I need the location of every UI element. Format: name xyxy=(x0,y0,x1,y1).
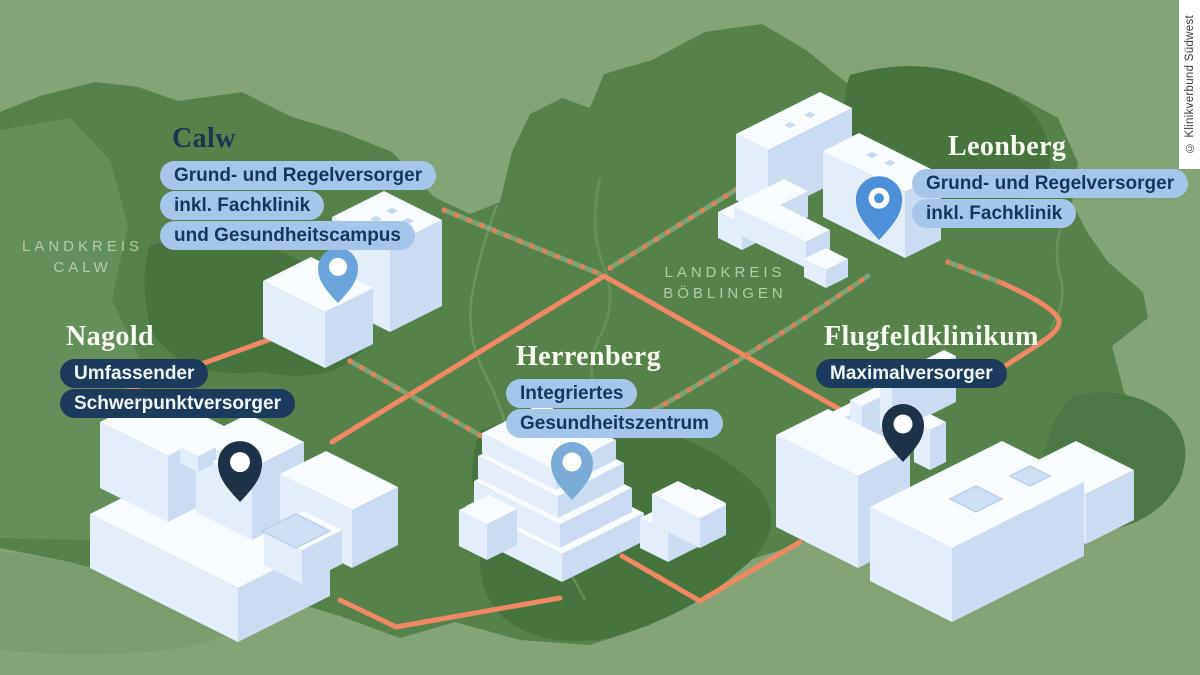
service-pill: Grund- und Regelversorger xyxy=(160,161,437,190)
service-pill: Schwerpunktversorger xyxy=(60,389,295,418)
location-pins xyxy=(217,176,924,502)
city-name-leonberg: Leonberg xyxy=(948,131,1067,162)
service-pill: und Gesundheitscampus xyxy=(160,221,415,250)
service-pill: Gesundheitszentrum xyxy=(506,409,723,438)
service-pill: inkl. Fachklinik xyxy=(912,199,1077,228)
service-pill: Grund- und Regelversorger xyxy=(912,169,1189,198)
route-network xyxy=(109,183,1062,630)
location-label-calw: Calw Grund- und Regelversorger inkl. Fac… xyxy=(160,123,437,250)
service-pill: inkl. Fachklinik xyxy=(160,191,325,220)
service-pill: Umfassender xyxy=(60,359,209,388)
city-name-flugfeldklinikum: Flugfeldklinikum xyxy=(824,321,1039,352)
location-label-herrenberg: Herrenberg Integriertes Gesundheitszentr… xyxy=(506,342,723,438)
region-label-landkreis-boeblingen: LANDKREIS BÖBLINGEN xyxy=(663,264,787,302)
service-pill: Maximalversorger xyxy=(816,359,1007,388)
location-label-nagold: Nagold Umfassender Schwerpunktversorger xyxy=(60,322,295,418)
map-pin-leonberg xyxy=(855,176,903,240)
copyright-strip: © Klinikverbund Südwest xyxy=(1179,0,1200,169)
copyright-text: © Klinikverbund Südwest xyxy=(1183,15,1196,154)
location-label-flugfeldklinikum: Flugfeldklinikum Maximalversorger xyxy=(816,322,1039,388)
location-label-leonberg: Leonberg Grund- und Regelversorger inkl.… xyxy=(912,131,1189,228)
map-pin-calw xyxy=(318,247,358,303)
city-name-calw: Calw xyxy=(172,123,236,154)
map-pin-flugfeldklinikum xyxy=(882,404,924,462)
service-pill: Integriertes xyxy=(506,379,638,408)
city-name-herrenberg: Herrenberg xyxy=(516,341,661,372)
map-pin-nagold xyxy=(217,441,263,502)
map-pin-herrenberg xyxy=(551,442,593,500)
region-label-landkreis-calw: LANDKREIS CALW xyxy=(21,238,144,276)
city-name-nagold: Nagold xyxy=(66,321,154,352)
